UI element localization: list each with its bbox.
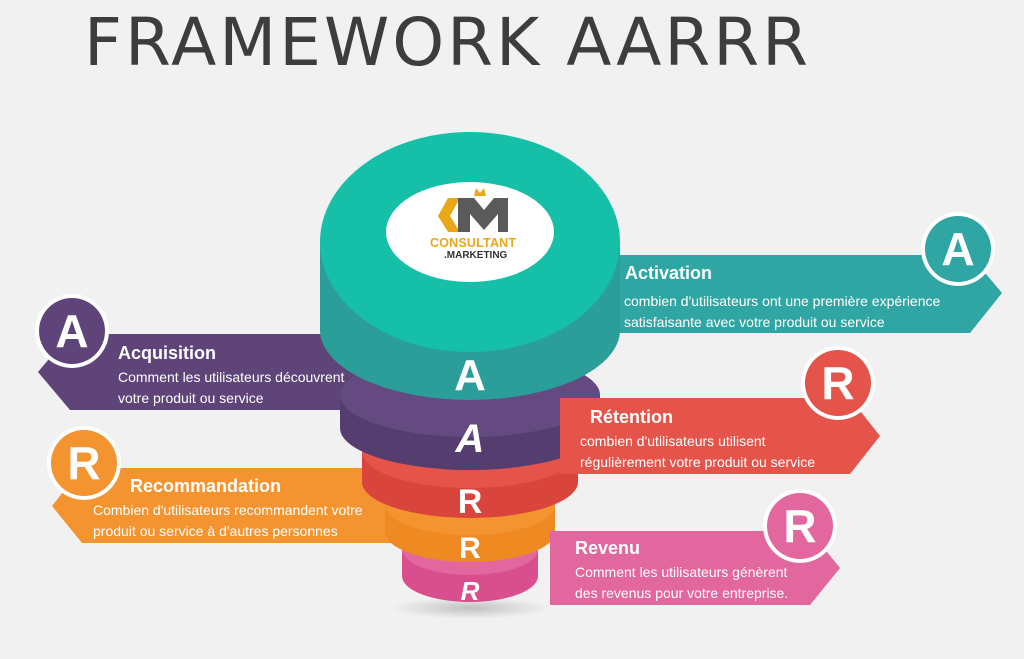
activation-desc-line-2: satisfaisante avec votre produit ou serv… <box>624 314 885 330</box>
acquisition-desc-line-2: votre produit ou service <box>118 390 264 406</box>
badge-acquisition: A <box>35 294 109 368</box>
revenu-title: Revenu <box>575 538 641 558</box>
ribbon-revenu <box>550 531 840 605</box>
retention-desc-line-2: régulièrement votre produit ou service <box>580 454 816 470</box>
logo-text-consultant: CONSULTANT <box>430 236 517 250</box>
badge-recommandation: R <box>47 426 121 500</box>
badge-letter-recommandation: R <box>67 437 100 489</box>
badge-retention: R <box>801 346 875 420</box>
badge-activation: A <box>921 212 995 286</box>
funnel-letter-1: A <box>454 351 486 400</box>
funnel-letter-2: A <box>455 417 485 461</box>
badge-letter-revenu: R <box>783 500 816 552</box>
activation-description: combien d'utilisateurs ont une première … <box>624 291 969 333</box>
ribbon-retention <box>560 398 880 474</box>
recommandation-title: Recommandation <box>130 476 282 496</box>
revenu-desc-line-1: Comment les utilisateurs génèrent <box>575 564 788 580</box>
retention-description: combien d'utilisateurs utilisent réguliè… <box>580 431 850 473</box>
badge-letter-retention: R <box>821 357 854 409</box>
logo-text-marketing: .MARKETING <box>444 250 508 261</box>
activation-desc-line-1: combien d'utilisateurs ont une première … <box>624 293 941 309</box>
recommandation-desc-line-1: Combien d'utilisateurs recommandent votr… <box>93 502 363 518</box>
funnel-letter-5: R <box>461 576 480 606</box>
retention-title: Rétention <box>590 407 673 427</box>
funnel-letter-4: R <box>459 532 481 565</box>
page-title: FRAMEWORK AARRR <box>84 4 811 81</box>
retention-desc-line-1: combien d'utilisateurs utilisent <box>580 433 766 449</box>
badge-letter-acquisition: A <box>55 305 88 357</box>
acquisition-description: Comment les utilisateurs découvrent votr… <box>118 367 398 409</box>
ribbon-activation <box>560 255 1002 333</box>
recommandation-description: Combien d'utilisateurs recommandent votr… <box>93 500 383 542</box>
activation-title: Activation <box>625 263 713 283</box>
funnel-letter-3: R <box>458 483 483 521</box>
revenu-description: Comment les utilisateurs génèrent des re… <box>575 562 815 604</box>
acquisition-title: Acquisition <box>118 343 216 363</box>
acquisition-desc-line-1: Comment les utilisateurs découvrent <box>118 369 345 385</box>
badge-letter-activation: A <box>941 223 974 275</box>
revenu-desc-line-2: des revenus pour votre entreprise. <box>575 585 789 601</box>
funnel-shadow <box>390 597 550 619</box>
consultant-marketing-logo-icon <box>438 188 508 232</box>
recommandation-desc-line-2: produit ou service à d'autres personnes <box>93 523 338 539</box>
badge-revenu: R <box>763 489 837 563</box>
